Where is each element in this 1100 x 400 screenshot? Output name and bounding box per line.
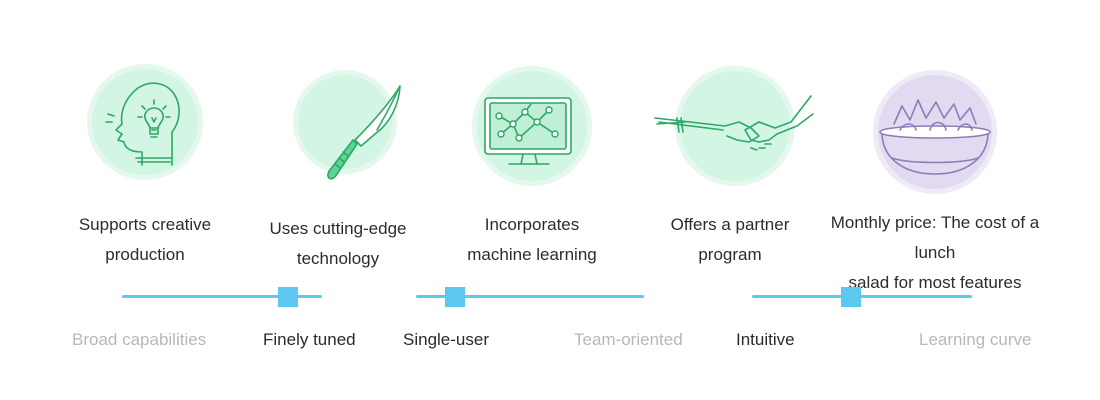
slider-collaboration[interactable] (416, 286, 644, 308)
slider-left-label: Single-user (403, 330, 489, 349)
slider-thumb[interactable] (841, 287, 861, 307)
feature-icon-wrap (80, 60, 210, 190)
feature-caption-line: Supports creative (78, 215, 212, 234)
slider-thumb[interactable] (278, 287, 298, 307)
slider-right-label: Team-oriented (574, 330, 683, 349)
slider-track[interactable] (752, 295, 972, 298)
feature-caption: Uses cutting-edge technology (218, 214, 458, 274)
feature-caption: Incorporates machine learning (412, 210, 652, 270)
feature-caption-line: technology (296, 249, 380, 268)
slider-capabilities[interactable] (122, 286, 322, 308)
feature-machine-learning: Incorporates machine learning (412, 60, 652, 270)
feature-creative-production: Supports creative production (25, 60, 265, 270)
lightbulb-head-icon (87, 64, 203, 180)
feature-icon-wrap (870, 60, 1000, 194)
handshake-icon (654, 66, 814, 186)
slider-thumb[interactable] (444, 287, 465, 307)
feature-cutting-edge: Uses cutting-edge technology (218, 60, 458, 274)
feature-icon-wrap (273, 60, 403, 190)
feature-caption-line: machine learning (467, 245, 597, 264)
slider-right-label: Learning curve (919, 330, 1032, 349)
feature-caption-line: production (105, 245, 185, 264)
feature-caption: Offers a partner program (610, 210, 850, 270)
slider-right-label: Finely tuned (263, 330, 356, 349)
feature-caption: Monthly price: The cost of a lunch salad… (815, 208, 1055, 298)
feature-caption-line: Monthly price: The cost of a lunch (830, 213, 1040, 262)
slider-track[interactable] (416, 295, 644, 298)
feature-icon-wrap (654, 60, 814, 190)
feature-caption-line: program (698, 245, 762, 264)
slider-left-label: Intuitive (736, 330, 795, 349)
feature-caption-line: Incorporates (484, 215, 580, 234)
feature-monthly-price: Monthly price: The cost of a lunch salad… (815, 60, 1055, 298)
feature-icon-wrap (467, 60, 597, 190)
salad-bowl-icon (873, 70, 997, 194)
knife-icon (293, 70, 401, 180)
slider-left-label: Broad capabilities (72, 330, 207, 349)
slider-track[interactable] (122, 295, 322, 298)
monitor-network-icon (472, 66, 592, 186)
slider-learning-curve[interactable] (752, 286, 972, 308)
feature-caption-line: Offers a partner (670, 215, 790, 234)
feature-partner-program: Offers a partner program (610, 60, 850, 270)
feature-caption-line: Uses cutting-edge (269, 219, 407, 238)
feature-caption: Supports creative production (25, 210, 265, 270)
feature-caption-line: salad for most features (848, 273, 1022, 292)
